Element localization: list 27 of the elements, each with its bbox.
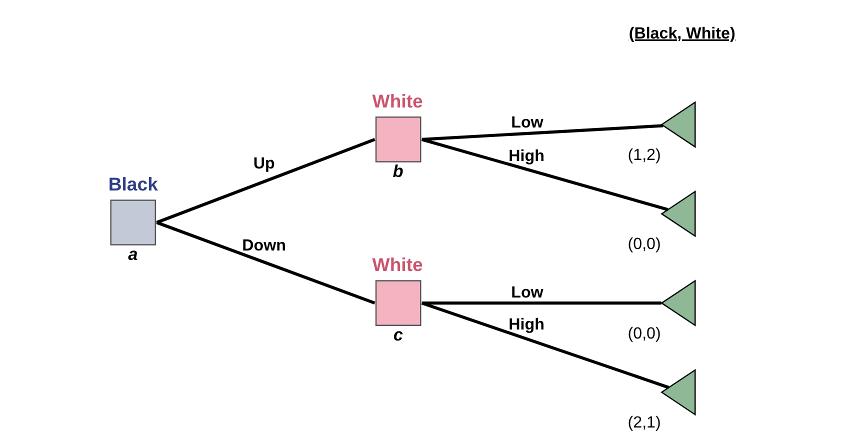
node-label: (1,2) [628, 146, 661, 164]
edge-label: Up [253, 154, 275, 172]
node-label: Black [108, 173, 158, 194]
node-label: White [372, 254, 423, 275]
edge-label: Down [242, 236, 286, 254]
connector [422, 124, 664, 142]
node-triangle [660, 190, 696, 238]
node-label: b [392, 160, 404, 181]
node-label: (0,0) [628, 324, 661, 342]
edge-label: High [508, 147, 544, 166]
node-label: (2,1) [628, 413, 661, 432]
edge-label: Low [511, 114, 544, 132]
node-label: c [393, 324, 404, 344]
edge-label: High [508, 316, 544, 334]
node-label: (0,0) [628, 235, 661, 254]
connector [156, 138, 376, 224]
node-triangle [660, 368, 696, 416]
connector [421, 302, 670, 389]
node-triangle [660, 280, 696, 327]
connector [422, 302, 662, 305]
node-label: White [372, 90, 423, 112]
connector [421, 138, 668, 212]
connector [156, 221, 376, 304]
label: (Black, White) [628, 24, 736, 42]
node-label: a [128, 244, 138, 264]
edge-label: Low [511, 283, 544, 302]
node-triangle [660, 101, 696, 148]
